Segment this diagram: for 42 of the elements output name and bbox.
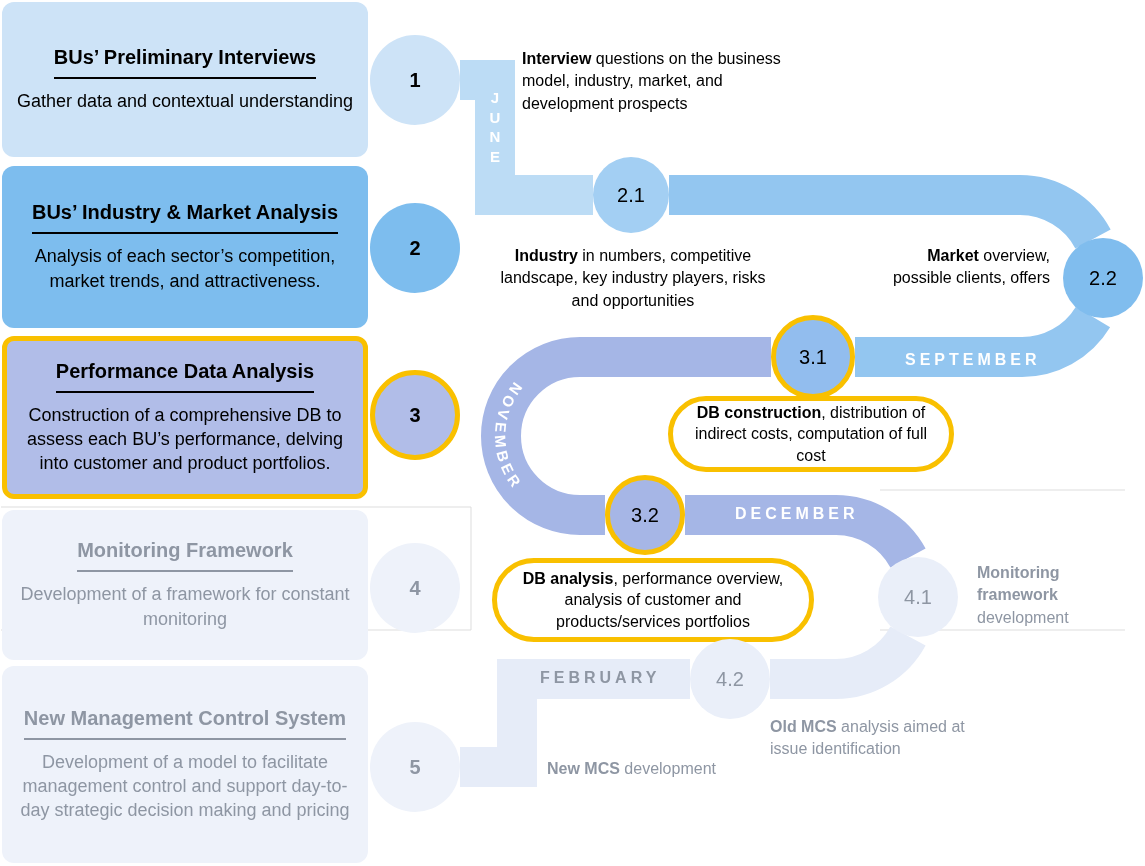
month-label: JUNE: [488, 88, 502, 166]
month-label: FEBRUARY: [540, 669, 661, 687]
highlighted-step-circle: 3: [370, 370, 460, 460]
highlighted-step-note: DB analysis, performance overview, analysis of customer and products/services portfolios: [492, 558, 814, 642]
highlighted-step-circle: 3.2: [605, 475, 685, 555]
phase-title: Performance Data Analysis: [55, 359, 315, 393]
phase-card: [2, 2, 368, 157]
phase-card: [2, 510, 368, 660]
step-circle: 4.2: [690, 639, 770, 719]
step-circle: 4.1: [878, 557, 958, 637]
step-note: Market overview, possible clients, offers: [891, 246, 1050, 289]
step-circle: 2: [370, 203, 460, 293]
step-circle: 2.1: [593, 157, 669, 233]
step-note: Interview questions on the business model, industry, market, and development prospects: [522, 49, 782, 114]
step-circle: 5: [370, 722, 460, 812]
highlighted-step-circle: 3.1: [771, 315, 855, 399]
month-label: SEPTEMBER: [905, 351, 1041, 369]
highlighted-phase-card: [2, 336, 368, 499]
timeline-road: [855, 305, 1110, 377]
step-circle: 2.2: [1063, 238, 1143, 318]
phase-card: [2, 666, 368, 863]
timeline-road: [460, 659, 690, 787]
phase-description: Gather data and contextual understanding: [16, 89, 354, 113]
phase-description: Development of a model to facilitate management control and support day-to-day strategic decision making and pricing: [19, 750, 351, 823]
phase-description: Development of a framework for constant monitoring: [19, 583, 351, 631]
phase-title: BUs’ Industry & Market Analysis: [32, 201, 338, 235]
timeline-road: [460, 60, 593, 215]
step-circle: 4: [370, 543, 460, 633]
phase-title: BUs’ Preliminary Interviews: [53, 45, 317, 79]
step-note: Industry in numbers, competitive landscape, key industry players, risks and opportunities: [499, 246, 767, 311]
month-label: DECEMBER: [735, 505, 859, 523]
step-note: New MCS development: [547, 759, 716, 779]
step-circle: 1: [370, 35, 460, 125]
phase-title: New Management Control System: [23, 706, 347, 740]
step-note: Old MCS analysis aimed at issue identification: [770, 717, 966, 760]
phase-description: Analysis of each sector’s competition, market trends, and attractiveness.: [33, 245, 337, 293]
phase-card: [2, 166, 368, 328]
timeline-road: [770, 625, 925, 699]
highlighted-step-note: DB construction, distribution of indirect costs, computation of full cost: [668, 396, 954, 472]
phase-description: Construction of a comprehensive DB to assess each BU’s performance, delving into customer and product portfolios.: [26, 403, 344, 476]
phase-title: Monitoring Framework: [77, 539, 293, 573]
step-note: Monitoring framework development: [977, 563, 1070, 628]
